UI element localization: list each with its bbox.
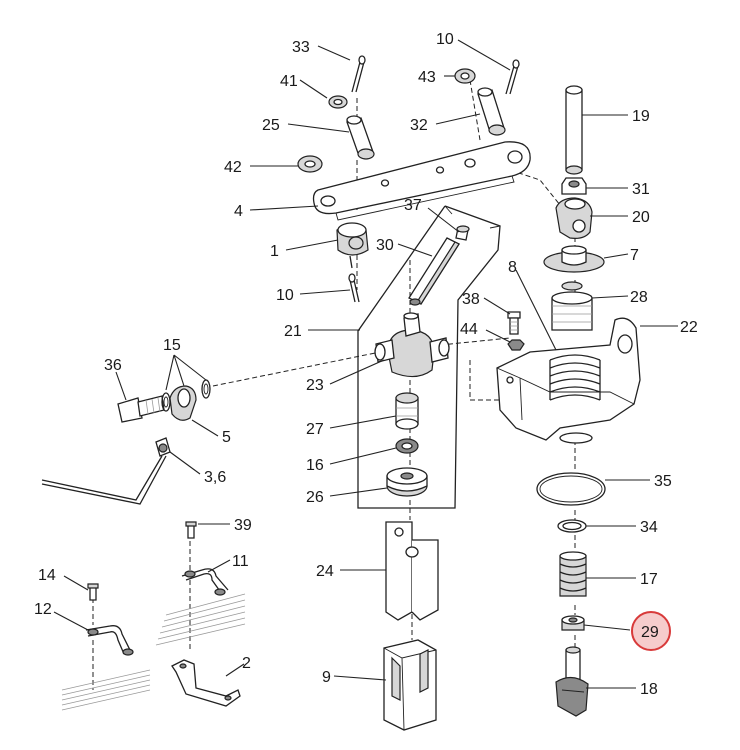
- part-clevis-1: [336, 222, 369, 269]
- part-bush-29: [561, 615, 585, 631]
- callout-9[interactable]: 9: [322, 669, 331, 686]
- part-washer-34: [557, 519, 587, 533]
- part-clamp-9: [383, 639, 437, 731]
- hatched-floor-surfaces: [61, 593, 246, 711]
- part-screw-39: [185, 521, 197, 539]
- part-valve-body-23: [374, 312, 450, 378]
- part-clamp-11: [181, 568, 229, 596]
- callout-11[interactable]: 11: [232, 553, 249, 570]
- part-cotter-pin-10-lower: [348, 273, 360, 303]
- part-screw-14: [87, 583, 99, 601]
- part-bushing-27: [395, 392, 419, 430]
- leader-lines: [53, 39, 678, 689]
- part-nut-44: [507, 339, 525, 351]
- callout-16[interactable]: 16: [306, 457, 324, 474]
- callout-37[interactable]: 37: [404, 197, 422, 214]
- part-cotter-pin-33: [351, 55, 366, 93]
- part-housing-22: [496, 317, 641, 444]
- callout-20[interactable]: 20: [632, 209, 650, 226]
- part-spring-seat-7: [543, 245, 605, 273]
- callout-1[interactable]: 1: [270, 243, 279, 260]
- callout-labels: 33 10 41 43 25 32 19 42 31 4 37 20 1 30 …: [34, 31, 698, 698]
- part-lever-18: [555, 646, 589, 717]
- highlighted-callout-circle[interactable]: [631, 611, 671, 651]
- part-plate-2: [171, 659, 241, 707]
- part-nipple-37: [455, 225, 470, 241]
- callout-28[interactable]: 28: [630, 289, 648, 306]
- callout-18[interactable]: 18: [640, 681, 658, 698]
- callout-17[interactable]: 17: [640, 571, 658, 588]
- part-pin-25: [346, 115, 375, 160]
- callout-36[interactable]: 36: [104, 357, 122, 374]
- part-washer-43: [454, 68, 476, 84]
- part-seal-16: [395, 438, 419, 454]
- part-clamp-12: [85, 625, 134, 656]
- assembly-centerlines: [92, 79, 576, 690]
- callout-2[interactable]: 2: [242, 655, 251, 672]
- part-bracket-21: [357, 205, 501, 509]
- part-nut-31: [561, 177, 587, 195]
- part-spring-17: [559, 551, 587, 597]
- part-link-bar-4: [312, 141, 531, 221]
- part-fitting-5: [169, 385, 197, 421]
- callout-32[interactable]: 32: [410, 117, 428, 134]
- part-clevis-20: [555, 197, 593, 239]
- callout-12[interactable]: 12: [34, 601, 52, 618]
- callout-33[interactable]: 33: [292, 39, 310, 56]
- part-pin-32: [477, 87, 506, 136]
- callout-42[interactable]: 42: [224, 159, 242, 176]
- callout-43[interactable]: 43: [418, 69, 436, 86]
- part-bolt-38: [507, 311, 521, 335]
- callout-15[interactable]: 15: [163, 337, 181, 354]
- callout-22[interactable]: 22: [680, 319, 698, 336]
- part-washer-41: [328, 95, 348, 109]
- callout-41[interactable]: 41: [280, 73, 298, 90]
- part-banjo-bolt-36: [117, 395, 165, 423]
- callout-38[interactable]: 38: [462, 291, 480, 308]
- callout-27[interactable]: 27: [306, 421, 324, 438]
- part-washer-15b: [201, 379, 211, 399]
- part-o-ring-35: [536, 472, 606, 506]
- callout-10-top[interactable]: 10: [436, 31, 454, 48]
- callout-3-6[interactable]: 3,6: [204, 469, 226, 486]
- callout-8[interactable]: 8: [508, 259, 517, 276]
- callout-14[interactable]: 14: [38, 567, 56, 584]
- callout-23[interactable]: 23: [306, 377, 324, 394]
- callout-29[interactable]: 29: [641, 624, 659, 641]
- callout-19[interactable]: 19: [632, 108, 650, 125]
- callout-30[interactable]: 30: [376, 237, 394, 254]
- callout-31[interactable]: 31: [632, 181, 650, 198]
- part-cup-26: [386, 467, 428, 497]
- callout-35[interactable]: 35: [654, 473, 672, 490]
- part-cotter-pin-10-top: [505, 59, 520, 95]
- callout-34[interactable]: 34: [640, 519, 658, 536]
- callout-10-lower[interactable]: 10: [276, 287, 294, 304]
- part-rod-19: [565, 85, 583, 175]
- callout-7[interactable]: 7: [630, 247, 639, 264]
- part-washer-42: [297, 155, 323, 173]
- callout-4[interactable]: 4: [234, 203, 243, 220]
- callout-21[interactable]: 21: [284, 323, 302, 340]
- callout-44[interactable]: 44: [460, 321, 478, 338]
- callout-26[interactable]: 26: [306, 489, 324, 506]
- part-bracket-24: [385, 521, 439, 621]
- callout-25[interactable]: 25: [262, 117, 280, 134]
- part-spring-guide-28: [551, 281, 593, 331]
- callout-5[interactable]: 5: [222, 429, 231, 446]
- callout-24[interactable]: 24: [316, 563, 334, 580]
- callout-39[interactable]: 39: [234, 517, 252, 534]
- part-pipe-3-6: [41, 437, 171, 505]
- part-cylinder-30: [408, 237, 460, 306]
